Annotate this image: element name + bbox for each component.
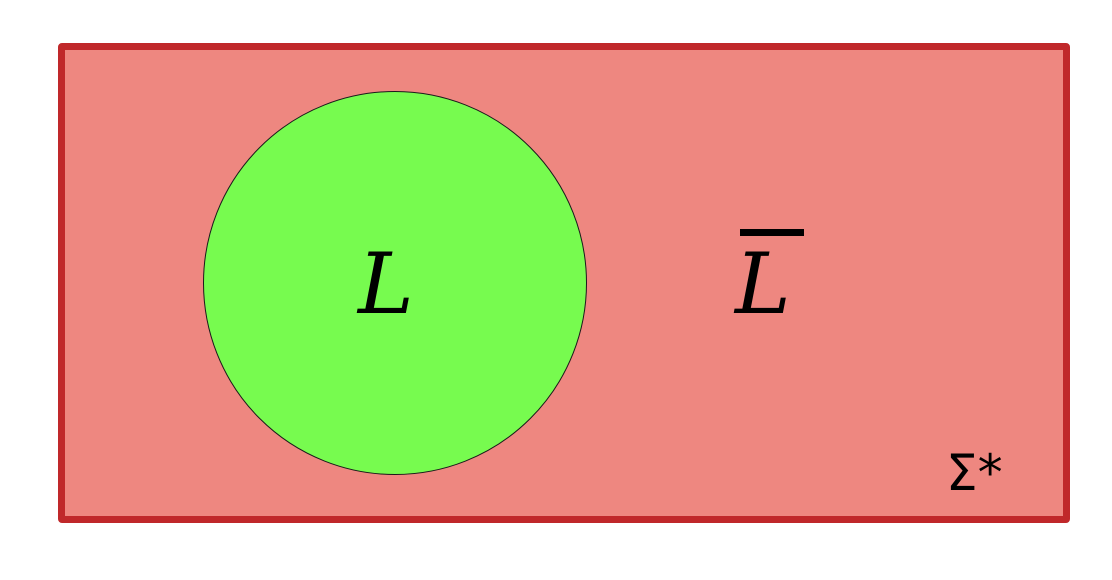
- set-label: L: [358, 235, 414, 333]
- complement-label: L: [735, 235, 791, 333]
- complement-overline: [740, 229, 804, 236]
- universe-label: Σ*: [946, 444, 1003, 502]
- set-circle: [203, 91, 587, 475]
